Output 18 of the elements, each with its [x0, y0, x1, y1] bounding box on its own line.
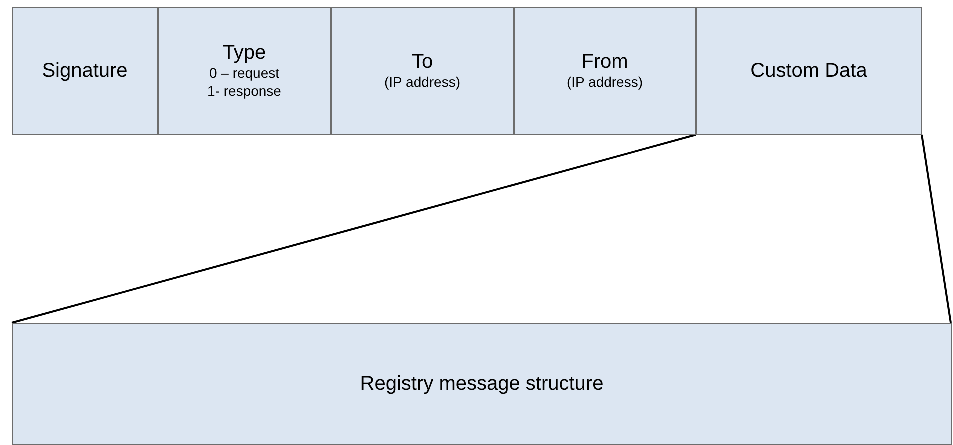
- field-box: [158, 7, 331, 135]
- field-note: (IP address): [567, 73, 643, 91]
- field-box: [12, 7, 158, 135]
- field-box: [331, 7, 514, 135]
- field-label: To: [412, 51, 434, 73]
- field-label: Type: [222, 42, 266, 64]
- zoom-line: [12, 134, 696, 324]
- field-label: Registry message structure: [360, 373, 604, 395]
- field-label: From: [582, 51, 628, 73]
- zoom-line: [921, 134, 952, 324]
- field-note: 0 – request: [209, 64, 280, 82]
- field-label: Custom Data: [750, 60, 868, 82]
- field-box: [514, 7, 696, 135]
- field-note: (IP address): [384, 73, 460, 91]
- structure-box: [12, 323, 952, 445]
- field-label: Signature: [42, 60, 128, 82]
- field-note: 1- response: [208, 82, 282, 100]
- field-box: [696, 7, 922, 135]
